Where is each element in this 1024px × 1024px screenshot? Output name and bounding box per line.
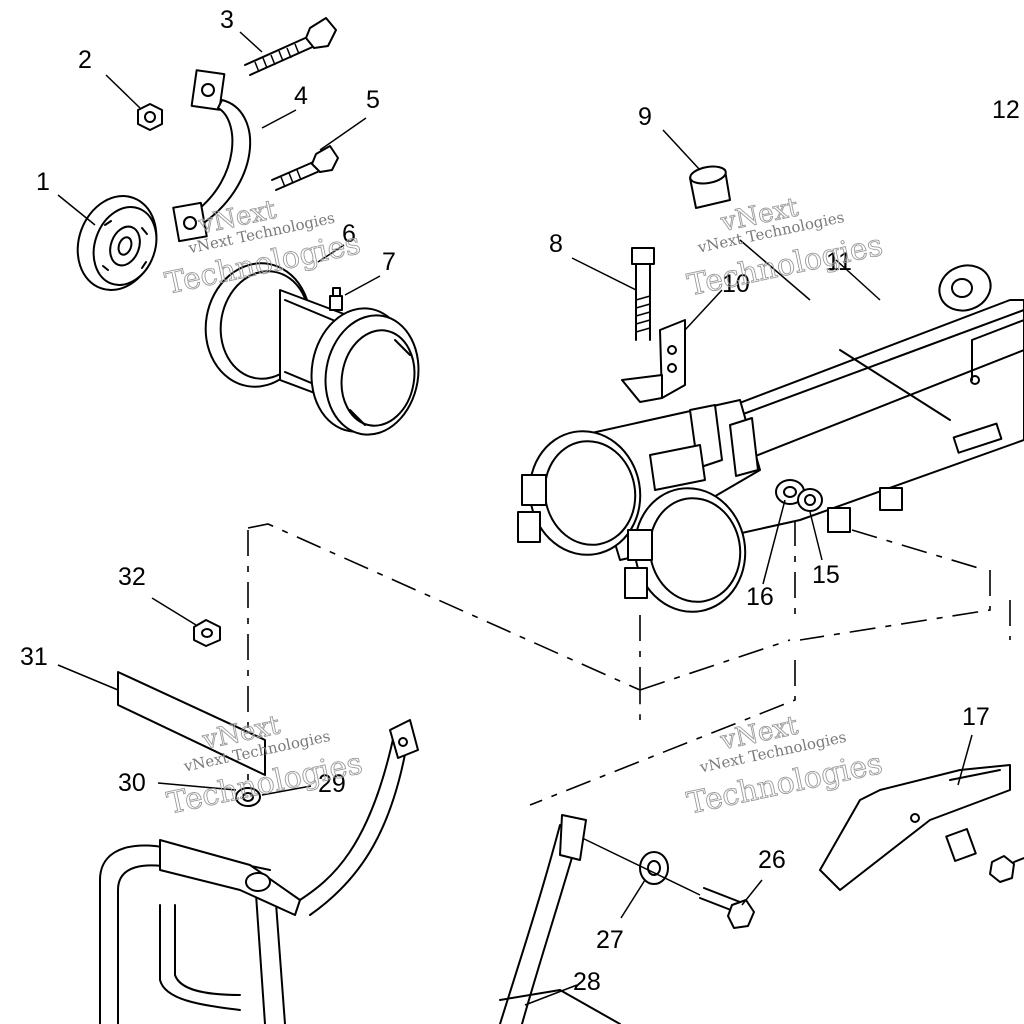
callout-11: 11 xyxy=(826,248,852,276)
callout-10: 10 xyxy=(722,270,750,298)
part-3-bolt xyxy=(244,17,337,76)
part-9-bushing xyxy=(689,165,731,209)
part-15-16-pivot xyxy=(775,479,823,512)
part-17-bracket xyxy=(819,764,1024,891)
callout-28: 28 xyxy=(573,968,601,996)
callout-15: 15 xyxy=(812,561,840,589)
part-26-27-bolt-washer xyxy=(575,834,755,929)
part-1-roller xyxy=(76,195,158,291)
part-5-bolt xyxy=(271,145,339,191)
leader-lines xyxy=(57,31,973,1006)
twin-clamp-housing xyxy=(517,399,761,613)
callout-3: 3 xyxy=(220,6,234,34)
watermark-4: vNext vNext Technologies Technologies xyxy=(684,710,886,822)
assembly-dashed-lines xyxy=(247,520,1011,806)
part-8-bolt xyxy=(631,247,655,341)
part-7-grease-fitting xyxy=(329,287,343,311)
callout-8: 8 xyxy=(549,230,563,258)
callout-29: 29 xyxy=(318,770,346,798)
callout-31: 31 xyxy=(20,643,48,671)
part-10-bracket xyxy=(621,319,686,403)
callout-7: 7 xyxy=(382,248,396,276)
callout-30: 30 xyxy=(118,769,146,797)
part-2-nut xyxy=(137,103,163,131)
callout-5: 5 xyxy=(366,86,380,114)
callout-16: 16 xyxy=(746,583,774,611)
callout-17: 17 xyxy=(962,703,990,731)
callout-12: 12 xyxy=(992,96,1020,124)
callout-32: 32 xyxy=(118,563,146,591)
callout-27: 27 xyxy=(596,926,624,954)
callout-9: 9 xyxy=(638,103,652,131)
callout-6: 6 xyxy=(342,220,356,248)
callout-26: 26 xyxy=(758,846,786,874)
callout-labels: 1 2 3 4 5 6 7 8 9 10 11 12 15 16 17 26 2… xyxy=(20,6,1020,996)
callout-4: 4 xyxy=(294,82,308,110)
callout-2: 2 xyxy=(78,46,92,74)
part-29-32-hardware xyxy=(117,619,266,807)
part-4-clamp xyxy=(172,69,252,243)
callout-1: 1 xyxy=(36,168,50,196)
rear-rack-bumper xyxy=(99,719,419,1024)
part-6-spool-bushing xyxy=(204,262,420,436)
part-28-frame-tube xyxy=(499,814,621,1024)
